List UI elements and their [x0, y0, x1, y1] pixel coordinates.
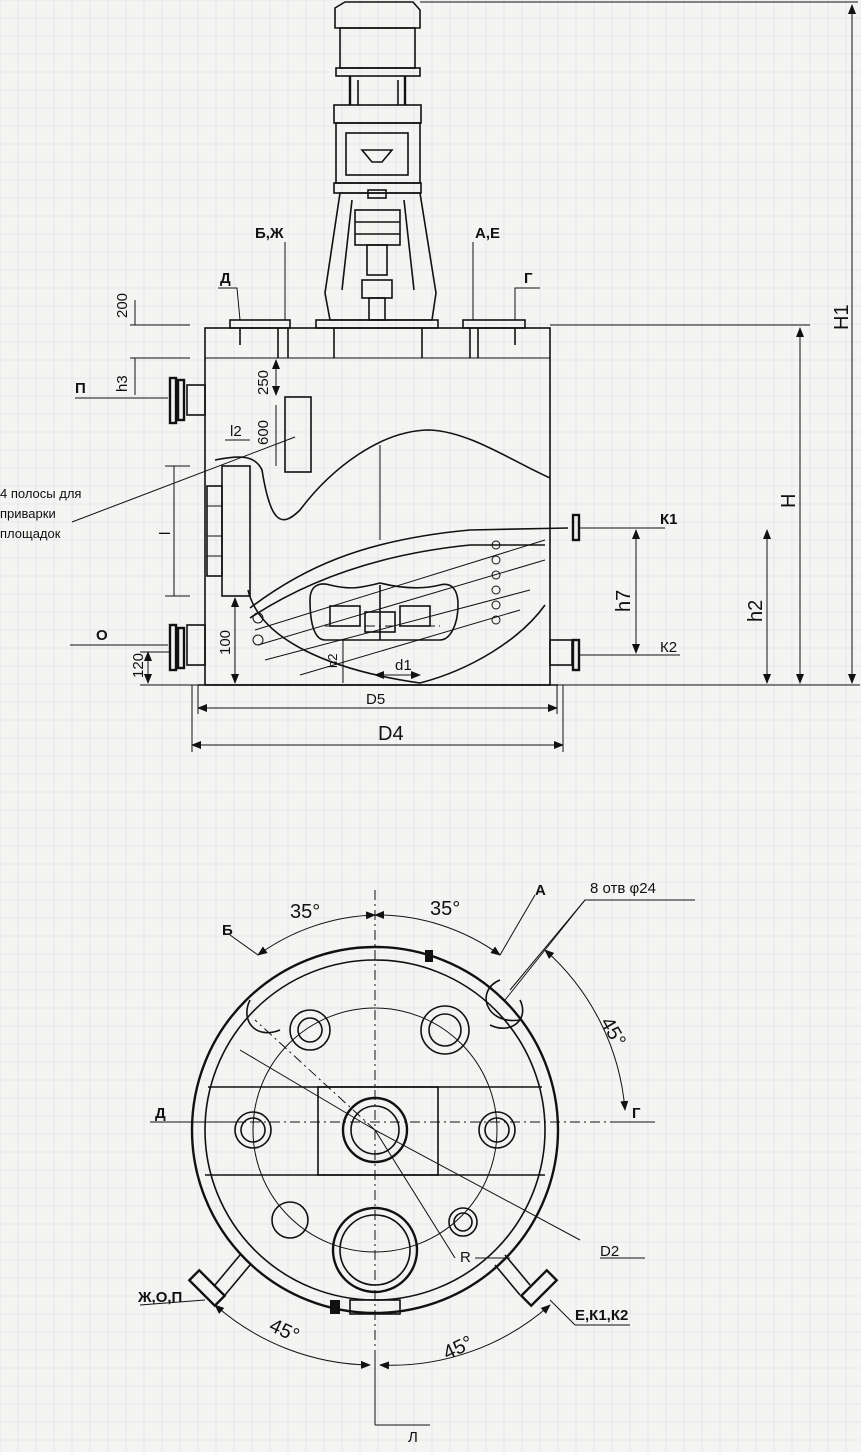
dim-D4: D4 — [378, 723, 404, 745]
top-label-zhop: Ж,О,П — [137, 1289, 182, 1306]
angle-45-bottom-right: 45° — [440, 1332, 477, 1365]
top-label-g: Г — [632, 1105, 641, 1122]
top-view — [139, 890, 695, 1426]
dim-h7: h7 — [613, 590, 635, 612]
dim-200: 200 — [114, 293, 131, 318]
dim-h2-small: h2 — [325, 654, 340, 668]
dim-d1: d1 — [395, 657, 412, 674]
dim-h2: h2 — [745, 600, 767, 622]
top-label-l: Л — [408, 1429, 418, 1446]
drive-assembly — [315, 1, 439, 329]
side-view: Б,Ж А,Е Д Г П О К1 К2 200 h3 250 600 l2 … — [0, 1, 860, 752]
dim-D2: D2 — [600, 1243, 619, 1260]
dim-100: 100 — [217, 630, 234, 655]
note-line3: площадок — [0, 526, 61, 541]
angle-35-left: 35° — [290, 901, 320, 923]
top-label-b: Б — [222, 922, 233, 939]
dim-l2: l2 — [230, 423, 242, 440]
dim-250: 250 — [255, 370, 272, 395]
label-o: О — [96, 627, 108, 644]
angle-45-right: 45° — [596, 1014, 630, 1051]
dim-R: R — [460, 1249, 471, 1266]
side-labels: Б,Ж А,Е Д Г П О К1 К2 200 h3 250 600 l2 … — [0, 225, 853, 745]
vessel-body — [168, 319, 581, 686]
label-ae: А,Е — [475, 225, 500, 242]
holes-note: 8 отв φ24 — [590, 880, 656, 897]
top-label-d: Д — [155, 1105, 166, 1122]
label-p: П — [75, 380, 86, 397]
top-label-ek1k2: Е,К1,К2 — [575, 1307, 628, 1324]
top-label-a: А — [535, 882, 546, 899]
note-line2: приварки — [0, 506, 56, 521]
dim-D5: D5 — [366, 691, 385, 708]
label-bzh: Б,Ж — [255, 225, 284, 242]
label-k2: К2 — [660, 639, 677, 656]
label-d: Д — [220, 270, 231, 287]
dim-h3: h3 — [114, 375, 131, 392]
dim-l: l — [157, 532, 174, 535]
angle-35-right: 35° — [430, 898, 460, 920]
side-dimensions — [70, 1, 860, 752]
dim-600: 600 — [255, 420, 272, 445]
note-line1: 4 полосы для — [0, 486, 81, 501]
top-labels: А Б Д Г Ж,О,П Е,К1,К2 Л 35° 35° 45° 45° … — [137, 880, 656, 1446]
label-k1: К1 — [660, 511, 678, 528]
dim-120: 120 — [130, 653, 147, 678]
label-g: Г — [524, 270, 533, 287]
dim-H: H — [778, 494, 800, 508]
dim-H1: H1 — [831, 304, 853, 330]
